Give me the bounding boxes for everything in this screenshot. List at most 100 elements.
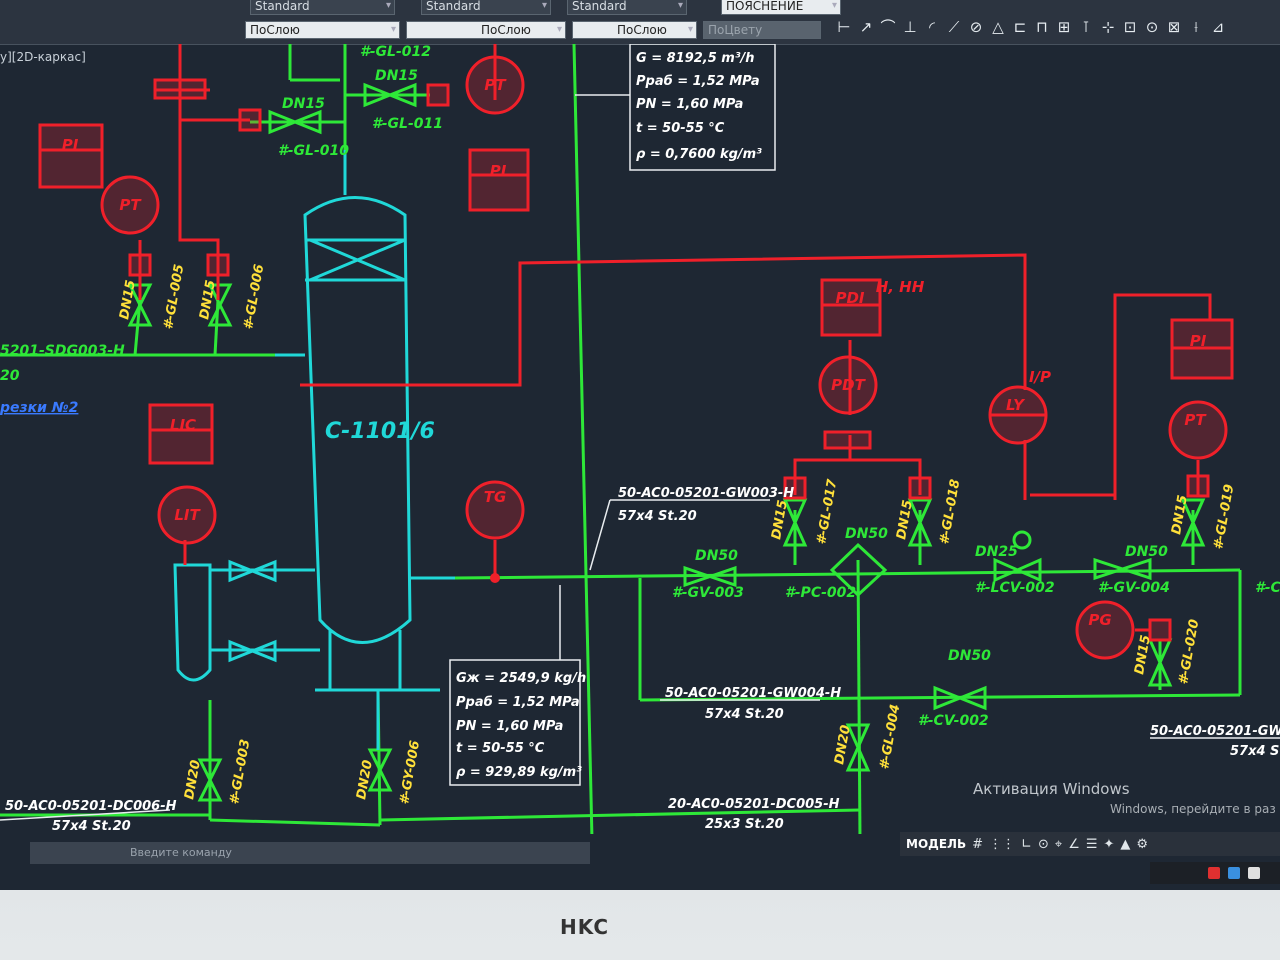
layer-desc-combo[interactable]: ПОЯСНЕНИЕ▾	[721, 0, 841, 15]
filter-pc002[interactable]	[829, 542, 888, 598]
lineweight-combo[interactable]: ПоСлою▾	[572, 21, 697, 39]
scale-icon[interactable]: ▲	[1120, 836, 1131, 852]
table-style-combo[interactable]: Standard ▾	[567, 0, 687, 15]
label-dn50-gv004: DN50	[1125, 544, 1168, 560]
label-dn15-gl006: DN15	[197, 279, 219, 321]
valve-gv004[interactable]	[1093, 557, 1152, 581]
tg-instrument[interactable]	[465, 480, 525, 540]
line-dc006	[209, 818, 381, 827]
bottom-box-line2: Pраб = 1,52 MPa	[456, 695, 580, 710]
chevron-down-icon: ▾	[385, 0, 391, 11]
plotstyle-value: ПоЦвету	[708, 23, 763, 37]
radius-icon[interactable]: ◜	[929, 18, 935, 36]
linear-dim-icon[interactable]: ⊢	[837, 18, 851, 36]
label-dn15-gl018: DN15	[894, 499, 916, 541]
pdt-instrument[interactable]	[818, 355, 878, 415]
label-gl006: #-GL-006	[241, 263, 267, 331]
tray-sound-icon[interactable]	[1248, 867, 1260, 879]
pt-label-top: PT	[484, 76, 507, 94]
valve-gy006[interactable]	[367, 748, 393, 792]
lic-instrument[interactable]	[148, 403, 214, 465]
valve-gl010[interactable]	[268, 109, 322, 135]
layer-combo[interactable]: ПоСлою▾	[245, 21, 400, 39]
label-dn50-gv003: DN50	[695, 548, 738, 564]
snap-icon[interactable]: ⋮⋮	[989, 836, 1016, 852]
workspace-icon[interactable]: ⚙	[1136, 836, 1149, 852]
break-icon[interactable]: ⊹	[1101, 18, 1115, 36]
otrack-icon[interactable]: ∠	[1068, 836, 1080, 852]
pt-instrument-top[interactable]	[465, 55, 525, 115]
command-line[interactable]: Введите команду	[30, 842, 590, 864]
pi-instrument-top[interactable]	[468, 148, 530, 212]
tg-label: TG	[484, 488, 507, 506]
lineweight-icon[interactable]: ☰	[1085, 836, 1098, 852]
tray-network-icon[interactable]	[1228, 867, 1240, 879]
label-gl019: #-GL-019	[1211, 483, 1237, 551]
pi-instrument-left[interactable]	[38, 123, 104, 189]
pi-label-right: PI	[1190, 332, 1207, 350]
grid-icon[interactable]: #	[972, 836, 984, 852]
label-lcv002: #-LCV-002	[975, 580, 1055, 596]
arc-length-icon[interactable]: ⌒	[880, 18, 896, 36]
label-gw004-spec: 57x4 St.20	[705, 707, 784, 722]
tolerance-icon[interactable]: ⊡	[1123, 18, 1137, 36]
label-gl018: #-GL-018	[937, 478, 963, 546]
pt-instrument-left[interactable]	[100, 175, 160, 235]
ordinate-icon[interactable]: ⊥	[903, 18, 917, 36]
chevron-down-icon: ▾	[687, 24, 693, 35]
valve-gl017[interactable]	[782, 498, 808, 547]
valve-gl006[interactable]	[207, 283, 233, 327]
baseline-icon[interactable]: ⊓	[1036, 18, 1048, 36]
pid-drawing[interactable]: C-1101/6 PT PI PT PI LIC LIT TG PDI H, H…	[0, 44, 1280, 834]
pt-instrument-right[interactable]	[1168, 400, 1228, 460]
model-tab[interactable]: МОДЕЛЬ	[906, 837, 967, 851]
polar-icon[interactable]: ⊙	[1037, 836, 1049, 852]
top-data-box	[629, 44, 776, 171]
valve-gl011[interactable]	[363, 82, 417, 108]
command-placeholder: Введите команду	[130, 846, 232, 859]
toolbar-row-properties: ПоСлою▾ ПоСлою▾ ПоСлою▾ ПоЦвету	[0, 20, 827, 40]
ortho-icon[interactable]: ∟	[1021, 836, 1032, 852]
valve-gl004[interactable]	[845, 723, 871, 772]
label-sdg003: 5201-SDG003-H	[0, 343, 125, 359]
valve-lcv002[interactable]	[993, 557, 1042, 583]
continue-icon[interactable]: ⊞	[1057, 18, 1071, 36]
jogged-icon[interactable]: ⟋	[948, 18, 960, 36]
valve-gl005[interactable]	[127, 283, 153, 327]
text-style-combo[interactable]: Standard▾	[250, 0, 395, 15]
edit-dim-icon[interactable]: ⊿	[1211, 18, 1225, 36]
line-dc005	[379, 808, 861, 822]
annotation-icon[interactable]: ✦	[1103, 836, 1115, 852]
label-gv004: #-GV-004	[1098, 580, 1170, 596]
jog-line-icon[interactable]: ⟊	[1194, 18, 1198, 36]
toolbar-row-styles: Standard▾ Standard▾ Standard▾ ПОЯСНЕНИЕ▾	[0, 0, 847, 16]
angular-icon[interactable]: △	[992, 18, 1004, 36]
aligned-dim-icon[interactable]: ↗	[859, 18, 873, 36]
osnap-icon[interactable]: ⌖	[1054, 836, 1063, 852]
table-style-value: Standard	[572, 0, 627, 13]
pg-instrument[interactable]	[1075, 600, 1135, 660]
pdi-instrument[interactable]	[820, 278, 882, 337]
label-gl010: #-GL-010	[278, 143, 349, 159]
linetype-combo[interactable]: ПоСлою▾	[406, 21, 566, 39]
diameter-icon[interactable]: ⊘	[969, 18, 983, 36]
vessel-c1101[interactable]	[303, 196, 412, 644]
taskbar-tray	[1150, 862, 1280, 884]
quick-dim-icon[interactable]: ⊏	[1013, 18, 1027, 36]
activation-subtitle: Windows, перейдите в раз	[1110, 802, 1276, 816]
center-mark-icon[interactable]: ⊙	[1145, 18, 1159, 36]
inspect-icon[interactable]: ⊠	[1167, 18, 1181, 36]
valve-gl019[interactable]	[1180, 498, 1206, 547]
chevron-down-icon: ▾	[677, 0, 683, 11]
sheet-link[interactable]: резки №2	[0, 400, 78, 416]
valve-gl018[interactable]	[907, 498, 933, 547]
viewport-label[interactable]: у][2D-каркас]	[0, 50, 86, 64]
valve-gv003[interactable]	[683, 565, 737, 588]
tray-app-icon[interactable]	[1208, 867, 1220, 879]
dim-style-combo[interactable]: Standard▾	[421, 0, 551, 15]
valve-gl003[interactable]	[197, 758, 223, 802]
space-icon[interactable]: ⊺	[1082, 18, 1090, 36]
lit-instrument[interactable]	[157, 485, 217, 545]
valve-cv002[interactable]	[933, 685, 987, 711]
